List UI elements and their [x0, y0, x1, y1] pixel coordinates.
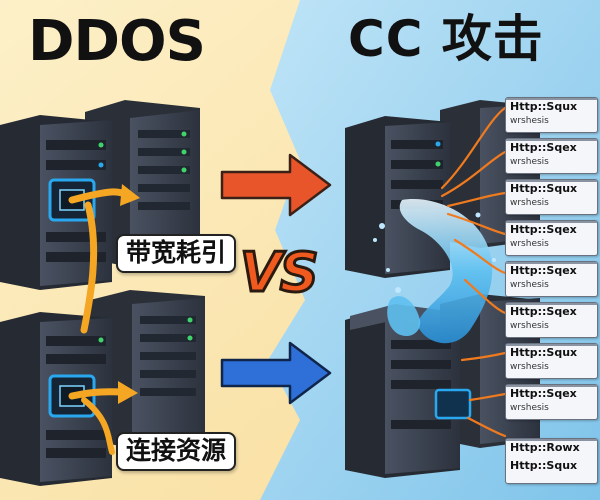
bandwidth-link-arrowhead: [120, 184, 140, 206]
bottom-attack-arrow: [220, 341, 332, 405]
http-request-line1: Http::Squx: [510, 346, 578, 359]
http-request-line1: Http::Rowx: [510, 441, 580, 454]
http-request-line2: wrshesis: [510, 280, 549, 290]
http-request-line1: Http::Sqex: [510, 141, 577, 154]
connection-label: 连接资源: [116, 432, 237, 471]
http-request-line1: Http::Sqex: [510, 305, 577, 318]
http-request-line1: Http::Sqex: [510, 223, 577, 236]
top-attack-arrow: [220, 153, 332, 217]
http-request-line2: wrshesis: [510, 362, 549, 372]
http-request-line2: wrshesis: [510, 116, 549, 126]
http-request-line2: Http::Squx: [510, 459, 578, 472]
server-left-bottom-front: [0, 312, 112, 486]
vs-text: VS: [239, 241, 321, 304]
http-request-line2: wrshesis: [510, 321, 549, 331]
server-left-top-back: [85, 100, 200, 266]
server-left-top-front: [0, 115, 112, 290]
http-request-line1: Http::Sqex: [510, 264, 577, 277]
water-droplets: [373, 212, 496, 293]
ddos-title: DDOS: [28, 9, 206, 74]
http-request-line2: wrshesis: [510, 157, 549, 167]
vertical-link-curve: [80, 201, 98, 334]
http-request-line1: Http::Sqex: [510, 387, 577, 400]
bandwidth-label: 带宽耗引: [116, 234, 237, 273]
request-lines: [440, 106, 507, 438]
cc-attack-title: CC 攻击: [348, 10, 544, 68]
http-request-line2: wrshesis: [510, 198, 549, 208]
water-flood-drip: [387, 296, 421, 337]
http-request-line2: wrshesis: [510, 403, 549, 413]
http-request-line2: wrshesis: [510, 239, 549, 249]
water-flood: [399, 199, 493, 344]
http-request-line1: Http::Squx: [510, 182, 578, 195]
http-request-line1: Http::Squx: [510, 100, 578, 113]
connection-link-arrowhead: [118, 381, 138, 404]
connection-link-down-curve: [81, 397, 115, 455]
server-right-top-front: [345, 116, 450, 278]
server-right-bottom-front: [345, 304, 472, 478]
server-left-bottom-back: [90, 290, 205, 448]
